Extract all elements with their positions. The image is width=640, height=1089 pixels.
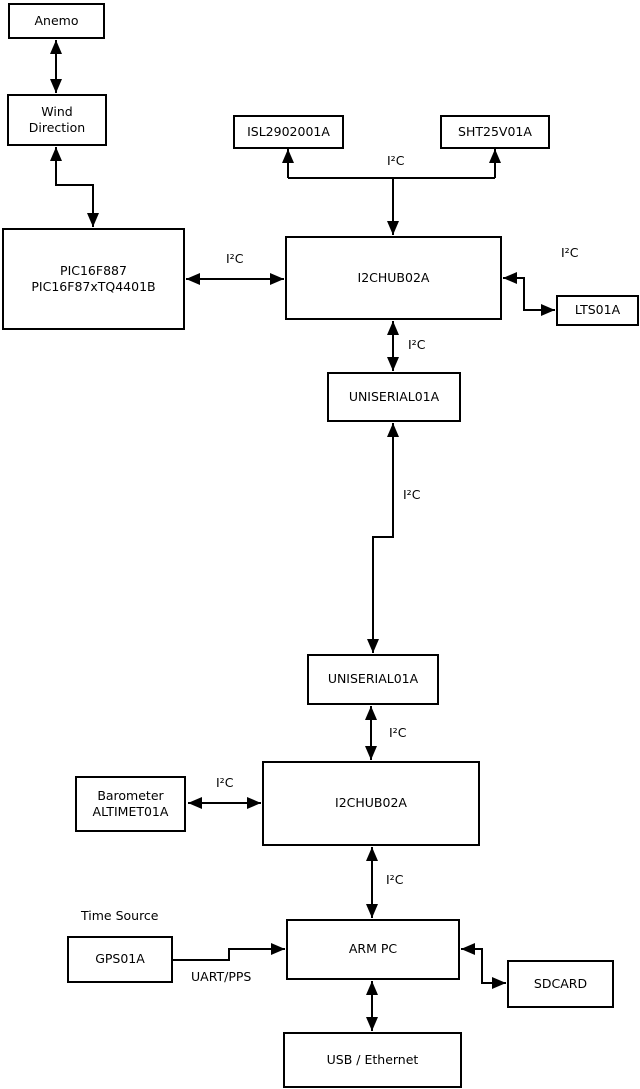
node-pic16f887: PIC16F887 PIC16F87xTQ4401B	[2, 228, 185, 330]
node-isl2902001a: ISL2902001A	[233, 115, 344, 149]
node-arm-pc: ARM PC	[286, 919, 460, 980]
node-wind-direction: Wind Direction	[7, 94, 107, 146]
node-gps01a: GPS01A	[67, 936, 173, 983]
edge-wind-pic	[50, 147, 99, 227]
node-uniserial01a-top: UNISERIAL01A	[327, 372, 461, 422]
node-sht25v01a: SHT25V01A	[440, 115, 550, 149]
node-i2chub02a-bottom: I2CHUB02A	[262, 761, 480, 846]
label-i2c-hub2-armpc: I²C	[386, 872, 404, 887]
label-i2c-sensor-bus: I²C	[387, 153, 405, 168]
node-lts01a: LTS01A	[556, 295, 639, 326]
edge-uniserial-trunk	[367, 423, 399, 653]
node-uniserial01a-bottom: UNISERIAL01A	[307, 654, 439, 705]
edge-gps-armpc	[173, 943, 285, 961]
node-i2chub02a-top: I2CHUB02A	[285, 236, 502, 320]
edge-armpc-sdcard	[461, 943, 506, 989]
label-uart-pps: UART/PPS	[191, 969, 252, 984]
label-i2c-barometer-hub2: I²C	[216, 775, 234, 790]
label-i2c-hub-lts: I²C	[561, 245, 579, 260]
edge-i2chub-lts	[503, 272, 555, 316]
label-i2c-pic-hub: I²C	[226, 251, 244, 266]
label-time-source: Time Source	[81, 908, 159, 923]
node-usb-ethernet: USB / Ethernet	[283, 1032, 462, 1088]
node-barometer-altimet01a: Barometer ALTIMET01A	[75, 776, 186, 832]
label-i2c-hub-uniserial: I²C	[408, 337, 426, 352]
label-i2c-trunk: I²C	[403, 487, 421, 502]
label-i2c-uniserial-hub2: I²C	[389, 725, 407, 740]
node-sdcard: SDCARD	[507, 960, 614, 1008]
node-anemo: Anemo	[8, 3, 105, 39]
